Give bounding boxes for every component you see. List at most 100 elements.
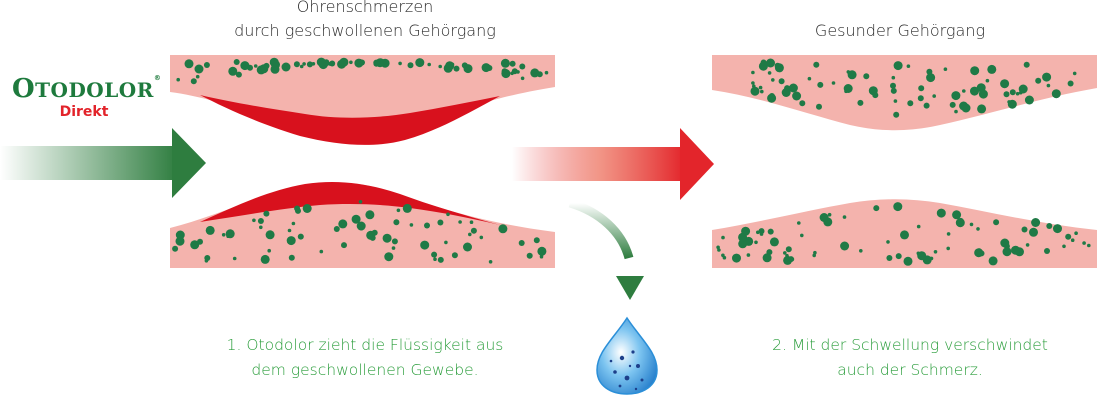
tissue-dot [190,240,200,250]
tissue-dot [771,78,775,82]
tissue-dot [373,59,380,66]
tissue-dot [873,205,880,212]
tissue-dot [252,218,256,223]
tissue-dot [868,86,878,96]
tissue-dot [501,69,511,79]
tissue-dot [977,104,987,114]
tissue-dot [427,62,432,67]
curved-arrow-icon [568,198,644,300]
tissue-dot [946,232,951,236]
tissue-dot [1015,91,1020,96]
tissue-dot [461,62,468,69]
tissue-dot [500,58,510,68]
tissue-dot [537,246,547,256]
tissue-dot [895,253,902,260]
tissue-dot [302,62,306,66]
tissue-dot [451,252,458,259]
swelling-left-upper [200,95,500,145]
tissue-dot [767,71,772,75]
tissue-dot [754,240,758,245]
tissue-dot [382,233,392,243]
step2-caption: 2. Mit der Schwellung verschwindet auch … [755,333,1065,383]
tissue-dot [265,230,275,240]
tissue-dot [437,219,444,226]
tissue-dot [1007,100,1011,104]
tissue-dot [1065,233,1072,240]
tissue-dot [817,81,824,88]
tissue-dot [732,253,741,263]
tissue-dot [859,249,863,253]
tissue-dot [1070,238,1075,242]
tissue-dot [338,219,348,229]
tissue-dot [926,68,933,75]
tissue-dot [776,66,783,73]
tissue-dot [907,100,914,107]
tissue-dot [987,64,997,74]
red-arrow-icon [512,128,714,200]
tissue-dot [288,254,295,261]
tissue-dot [1024,95,1034,105]
tissue-dot [204,259,209,263]
tissue-dot [799,100,806,107]
tissue-dot [807,76,812,81]
tissue-dot [358,224,365,231]
tissue-dot [916,224,921,229]
tissue-dot [893,99,898,103]
tissue-dot [970,86,979,96]
tissue-dot [721,253,725,258]
tissue-dot [976,227,980,231]
tissue-dot [959,101,969,111]
tissue-dot [819,213,829,222]
tissue-dot [1062,244,1066,249]
tissue-dot [371,229,378,236]
tissue-dot [295,207,301,214]
tissue-dot [1046,223,1053,229]
dots-right-upper [750,58,1077,118]
tissue-dot [1023,61,1030,68]
tissue-dot [918,85,925,92]
tissue-dot [398,61,402,66]
tissue-dot [857,99,864,106]
tissue-dot [358,200,363,204]
tissue-dot [311,62,316,66]
tissue-dot [479,235,484,240]
tissue-dot [741,226,751,236]
tissue-dot [893,111,900,118]
tissue-dot [813,250,817,255]
tissue-dot [1000,238,1010,248]
tissue-dot [827,212,832,217]
tissue-dot [746,253,751,257]
tissue-dot [988,256,998,266]
tissue-dot [1000,79,1010,89]
tissue-dot [949,101,956,108]
tissue-dot [469,220,474,224]
tissue-dot [445,61,455,71]
tissue-dot [232,256,237,261]
tissue-dot [952,210,962,220]
tissue-dot [271,60,280,70]
tissue-dot [1051,89,1061,99]
tissue-dot [917,251,927,261]
tissue-dot [863,73,870,80]
tissue-dot [1082,241,1086,245]
tissue-dot [175,230,185,240]
tissue-dot [1018,84,1028,94]
tissue-dot [917,95,924,102]
tissue-dot [943,67,948,71]
tissue-dot [891,75,896,80]
tissue-dot [365,210,375,220]
brand-subtitle: Direkt [59,104,109,120]
left-title-line1: Ohrenschmerzen [296,0,434,16]
tissue-dot [906,64,911,68]
tissue-dot [792,91,802,101]
tissue-dot [1035,77,1042,84]
tissue-dot [785,253,789,258]
step2-line2: auch der Schmerz. [837,361,983,379]
tissue-dot [409,223,414,227]
tissue-dot [903,256,913,266]
tissue-dot [978,89,988,99]
tissue-dot [886,240,890,244]
tissue-dot [993,219,1000,226]
tissue-dot [349,60,353,65]
tissue-dot [407,62,414,69]
